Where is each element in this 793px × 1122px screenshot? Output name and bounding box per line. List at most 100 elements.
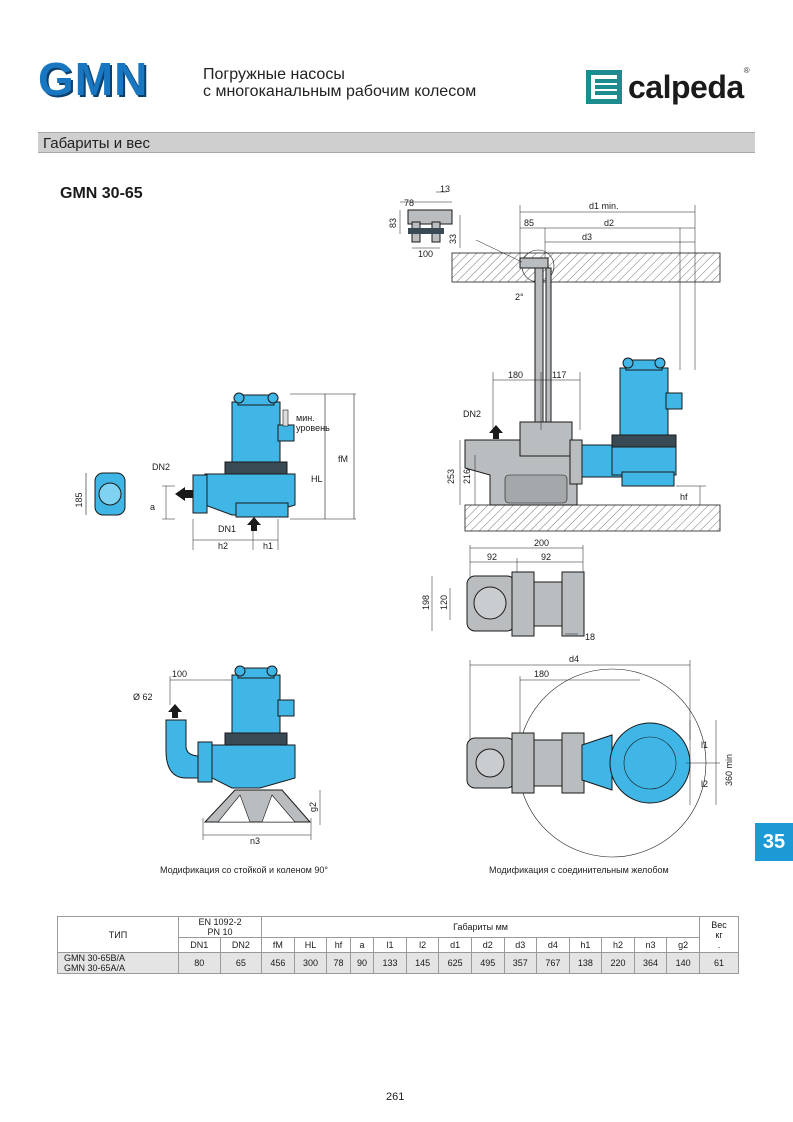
dim-100-b: 100: [172, 669, 187, 679]
dim-92-b: 92: [541, 552, 551, 562]
dim-180-b: 180: [534, 669, 549, 679]
table-subheader-row: DN1 DN2 fM HL hf a l1 l2 d1 d2 d3 d4 h1 …: [58, 937, 739, 953]
value-cell: 625: [438, 952, 472, 974]
coupling-installation-drawing: 78 13 83 33 100 d1 min. 85 d2 d3 2°: [388, 184, 721, 532]
sub-header: d4: [536, 937, 570, 953]
dim-100: 100: [418, 249, 433, 259]
dim-85: 85: [524, 218, 534, 228]
dim-360-min: 360 min: [724, 754, 734, 786]
subtitle-line-1: Погружные насосы: [203, 66, 345, 83]
dim-18: 18: [585, 632, 595, 642]
dim-33: 33: [448, 234, 458, 244]
sub-header: h2: [601, 937, 635, 953]
base-plan-drawing: 200 92 92 198 120 18: [421, 538, 595, 642]
sub-header: g2: [666, 937, 700, 953]
type-name: GMN 30-65B/A: [64, 953, 126, 963]
value-cell: 300: [293, 952, 328, 974]
header-weight-line-1: Вес: [711, 919, 727, 930]
calpeda-logo-mark-icon: [586, 70, 622, 104]
value-cell: 220: [601, 952, 635, 974]
dimensions-table: ТИП EN 1092-2 PN 10 Габариты мм Вес кг .…: [57, 916, 739, 974]
sub-header: h1: [568, 937, 603, 953]
rail-plan-drawing: d4 180 l1 l2 360 min: [466, 654, 734, 858]
header-weight: Вес кг .: [699, 916, 739, 953]
value-cell: 145: [405, 952, 440, 974]
value-cell: 80: [178, 952, 221, 974]
label-min-2: уровень: [296, 423, 330, 433]
model-title: GMN 30-65: [60, 185, 143, 202]
sub-header: DN2: [219, 937, 263, 953]
dim-185: 185: [74, 492, 84, 507]
table-header-row: ТИП EN 1092-2 PN 10 Габариты мм Вес кг .: [57, 916, 739, 953]
label-DN2: DN2: [152, 462, 170, 472]
sub-header: d3: [503, 937, 538, 953]
value-cell: 133: [373, 952, 407, 974]
calpeda-logo: calpeda ®: [586, 66, 750, 105]
sub-header: DN1: [178, 937, 221, 953]
label-HL: HL: [311, 474, 323, 484]
value-cell: 78: [326, 952, 351, 974]
dim-78: 78: [404, 198, 414, 208]
sub-header: n3: [633, 937, 668, 953]
dim-253: 253: [446, 469, 456, 484]
pump-side-view-drawing: 185 мин. уровень fM HL DN2 a: [74, 392, 356, 551]
header-standard: EN 1092-2 PN 10: [177, 916, 263, 938]
calpeda-logo-text: calpeda: [628, 69, 744, 105]
header-weight-dot: .: [717, 939, 721, 950]
sub-header: d1: [438, 937, 472, 953]
sub-header: a: [349, 937, 375, 953]
dim-117: 117: [552, 370, 566, 380]
value-cell: 495: [470, 952, 505, 974]
flange-end-view: 185: [74, 472, 126, 516]
dim-83: 83: [388, 218, 398, 228]
sub-header: l2: [405, 937, 440, 953]
dim-d4: d4: [569, 654, 579, 664]
label-min-1: мин.: [296, 413, 315, 423]
dim-180: 180: [508, 370, 523, 380]
header-weight-line-2: кг: [715, 929, 723, 940]
dim-n3: n3: [250, 836, 260, 846]
label-fM: fM: [338, 454, 348, 464]
value-cell: 65: [219, 952, 263, 974]
type-name: GMN 30-65A/A: [64, 963, 126, 973]
value-cell: 90: [349, 952, 375, 974]
sub-header: l1: [373, 937, 407, 953]
type-cell: GMN 30-65B/A GMN 30-65A/A: [57, 952, 179, 974]
label-a: a: [150, 502, 155, 512]
registered-mark: ®: [743, 66, 750, 75]
dim-d2: d2: [604, 218, 614, 228]
subtitle-line-2: с многоканальным рабочим колесом: [203, 83, 477, 100]
weight-cell: 61: [699, 952, 739, 974]
label-h2: h2: [218, 541, 228, 551]
product-subtitle: Погружные насосы с многоканальным рабочи…: [203, 66, 476, 100]
dim-216: 216: [462, 469, 472, 484]
sub-header: HL: [293, 937, 328, 953]
section-tab-number: 35: [755, 823, 793, 861]
value-cell: 357: [503, 952, 538, 974]
page-number: 261: [386, 1091, 405, 1103]
sub-header: fM: [261, 937, 295, 953]
header-dims: Габариты мм: [261, 916, 700, 938]
dim-l1: l1: [701, 740, 708, 750]
dim-d3: d3: [582, 232, 592, 242]
value-cell: 138: [568, 952, 603, 974]
dim-g2: g2: [308, 802, 318, 812]
stand-elbow-drawing: 100 Ø 62 g2 n3: [133, 665, 321, 846]
label-DN2-b: DN2: [463, 409, 481, 419]
sub-header: hf: [326, 937, 351, 953]
angle-2deg: 2°: [515, 292, 524, 302]
section-title-bar: Габариты и вес: [38, 132, 755, 153]
value-cell: 364: [633, 952, 668, 974]
sub-header: d2: [470, 937, 505, 953]
dim-l2: l2: [701, 779, 708, 789]
header-standard-line-2: PN 10: [207, 927, 233, 937]
dim-120: 120: [439, 595, 449, 610]
value-cell: 456: [261, 952, 295, 974]
dim-d1min: d1 min.: [589, 201, 619, 211]
dim-hf: hf: [680, 492, 688, 502]
dim-13: 13: [440, 184, 450, 194]
header-standard-line-1: EN 1092-2: [198, 917, 242, 927]
dim-92-a: 92: [487, 552, 497, 562]
dim-198: 198: [421, 595, 431, 610]
